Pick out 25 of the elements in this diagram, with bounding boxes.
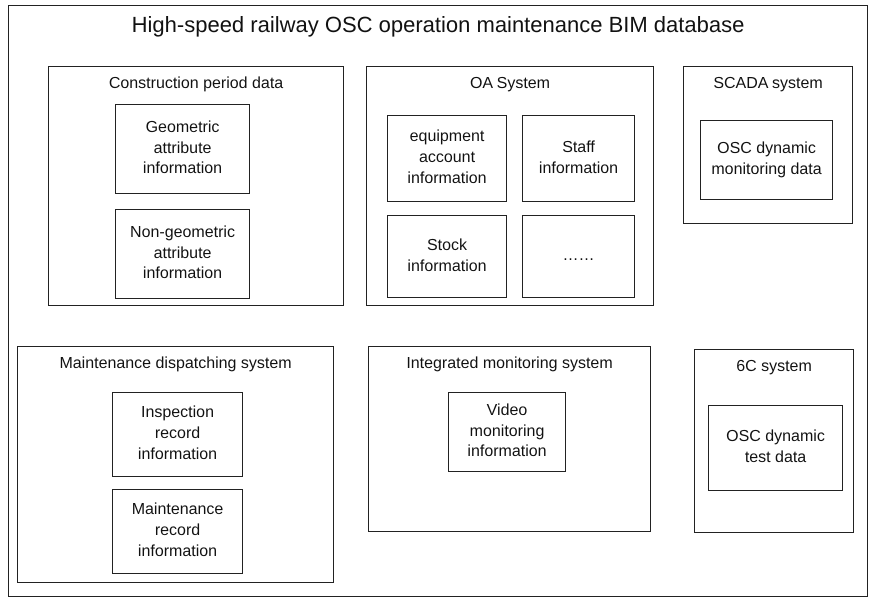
database-frame [8, 5, 868, 597]
panel-title: Integrated monitoring system [405, 355, 614, 373]
panel-title: Construction period data [108, 75, 284, 93]
data-box: …… [522, 215, 635, 298]
data-box: Inspection record information [112, 392, 243, 477]
data-box: Geometric attribute information [115, 104, 250, 194]
data-box: Video monitoring information [448, 392, 566, 472]
panel-title: High-speed railway OSC operation maintenance BIM database [130, 12, 746, 38]
system-panel [17, 346, 334, 583]
panel-title: SCADA system [712, 75, 824, 93]
panel-title: OA System [468, 75, 552, 93]
system-panel [48, 66, 344, 306]
data-box: equipment account information [387, 115, 507, 202]
data-box: Maintenance record information [112, 489, 243, 574]
data-box: Stock information [387, 215, 507, 298]
data-box: OSC dynamic test data [708, 405, 843, 491]
system-panel [368, 346, 651, 532]
data-box: Non-geometric attribute information [115, 209, 250, 299]
system-panel [366, 66, 654, 306]
panel-title: Maintenance dispatching system [58, 355, 293, 373]
data-box: OSC dynamic monitoring data [700, 120, 833, 200]
system-panel [683, 66, 853, 224]
data-box: Staff information [522, 115, 635, 202]
system-panel [694, 349, 854, 533]
panel-title: 6C system [735, 358, 813, 376]
